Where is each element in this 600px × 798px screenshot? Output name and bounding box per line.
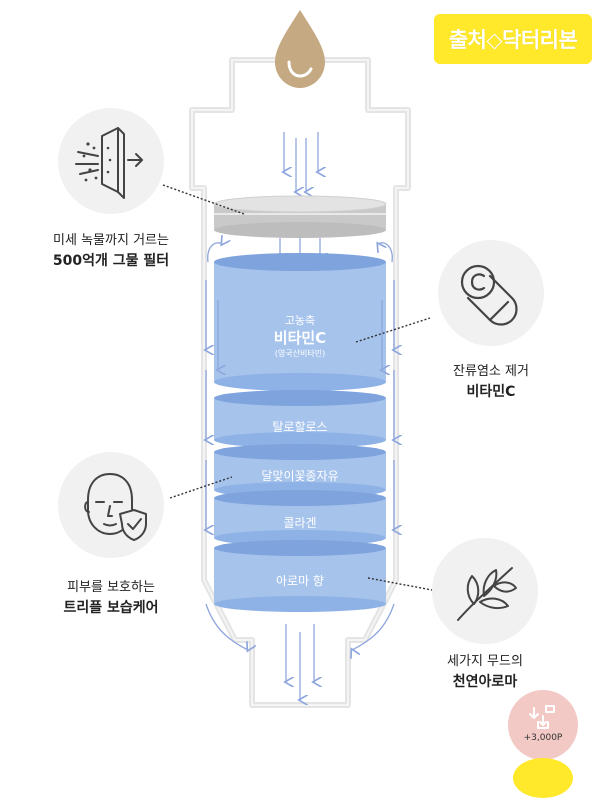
source-badge: 출처◇닥터리본 (434, 14, 592, 64)
inflow-arrows (284, 132, 318, 192)
points-label: +3,000P (523, 733, 563, 743)
layer-label-3: 달맞이꽃종자유 (261, 469, 339, 483)
feature-aroma-line2: 천연아로마 (452, 674, 518, 690)
source-badge-text: 출처◇닥터리본 (448, 28, 578, 52)
leaf-branch-icon (457, 567, 517, 621)
feature-filter-line2: 500억개 그물 필터 (52, 253, 170, 269)
layer-vitamin-main: 비타민C (273, 329, 327, 347)
layer-label-2: 탈로할로스 (272, 420, 328, 434)
feature-circle-filter (58, 108, 164, 214)
points-widget[interactable]: +3,000P (508, 690, 578, 760)
feature-skin-line1: 피부를 보호하는 (67, 580, 155, 595)
water-drop-icon (275, 10, 325, 88)
feature-vitamin-line1: 잔류염소 제거 (453, 364, 529, 379)
filter-diagram: 고농축 비타민C (영국산비타민) 탈로할로스 달맞이꽃종자유 콜라겐 아로마 … (30, 10, 592, 798)
side-flow-arrows (206, 280, 394, 700)
layer-label-5: 아로마 향 (276, 574, 324, 588)
face-shield-icon (84, 473, 147, 541)
cartridge-layers (214, 253, 386, 612)
feature-caption-aroma: 세가지 무드의 천연아로마 (404, 652, 566, 692)
vitamin-capsule-icon (460, 264, 518, 326)
leader-lines (162, 184, 433, 591)
layer-label-4: 콜라겐 (283, 516, 317, 530)
layer-vitamin-top: 고농축 (284, 314, 316, 327)
feature-circle-vitamin (438, 240, 544, 346)
points-download-icon (529, 705, 555, 729)
layer-vitamin-sub: (영국산비타민) (274, 349, 326, 358)
feature-skin-line2: 트리플 보습케어 (63, 600, 159, 616)
feature-caption-skin: 피부를 보호하는 트리플 보습케어 (30, 578, 192, 618)
feature-circle-aroma (432, 538, 538, 644)
filter-housing-illustration (162, 10, 433, 708)
feature-vitamin-line2: 비타민C (466, 384, 516, 400)
feature-caption-filter: 미세 녹물까지 거르는 500억개 그물 필터 (30, 231, 192, 271)
fine-filter-icon (75, 127, 143, 199)
mesh-filter-disc (213, 195, 387, 238)
feature-aroma-line1: 세가지 무드의 (447, 654, 523, 669)
feature-filter-line1: 미세 녹물까지 거르는 (53, 233, 169, 248)
feature-circle-skin (58, 452, 164, 558)
feature-caption-vitamin: 잔류염소 제거 비타민C (410, 362, 572, 402)
floating-action-button[interactable] (513, 758, 573, 798)
